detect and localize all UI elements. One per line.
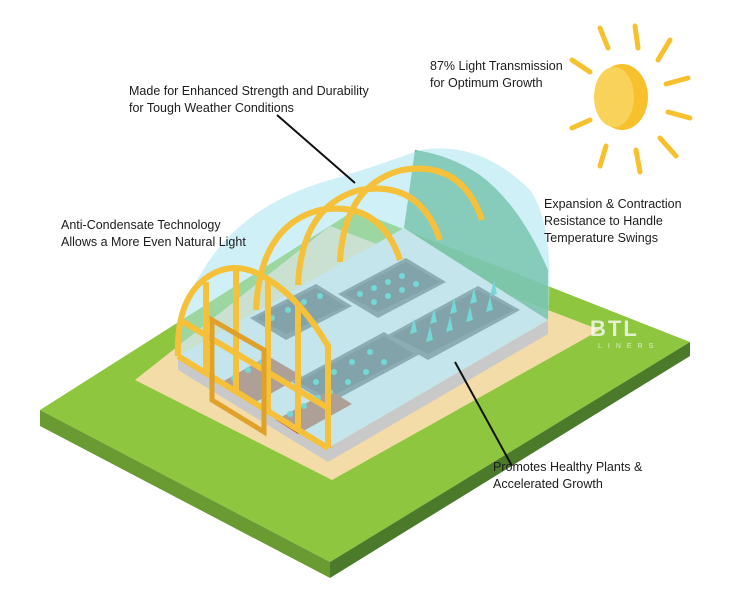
callout-plants: Promotes Healthy Plants & Accelerated Gr… (493, 459, 642, 493)
callout-condensate-line2: Allows a More Even Natural Light (61, 235, 246, 249)
sun-icon (569, 23, 693, 175)
callout-condensate-line1: Anti-Condensate Technology (61, 218, 221, 232)
callout-expansion: Expansion & Contraction Resistance to Ha… (544, 196, 682, 247)
callout-light-line1: 87% Light Transmission (430, 59, 563, 73)
btl-logo-sub: LINERS (598, 343, 660, 350)
callout-light: 87% Light Transmission for Optimum Growt… (430, 58, 563, 92)
callout-strength-line2: for Tough Weather Conditions (129, 101, 294, 115)
btl-logo: BTL (590, 316, 639, 341)
callout-plants-line2: Accelerated Growth (493, 477, 603, 491)
front-door-frame (174, 265, 331, 451)
callout-expansion-line2: Resistance to Handle (544, 214, 663, 228)
callout-expansion-line1: Expansion & Contraction (544, 197, 682, 211)
callout-leaders (276, 114, 513, 467)
callout-plants-line1: Promotes Healthy Plants & (493, 460, 643, 474)
callout-light-line2: for Optimum Growth (430, 76, 543, 90)
callout-expansion-line3: Temperature Swings (544, 231, 658, 245)
callout-strength: Made for Enhanced Strength and Durabilit… (129, 83, 369, 117)
callout-strength-line1: Made for Enhanced Strength and Durabilit… (129, 84, 369, 98)
greenhouse-arches (253, 165, 485, 311)
callout-condensate: Anti-Condensate Technology Allows a More… (61, 217, 246, 251)
